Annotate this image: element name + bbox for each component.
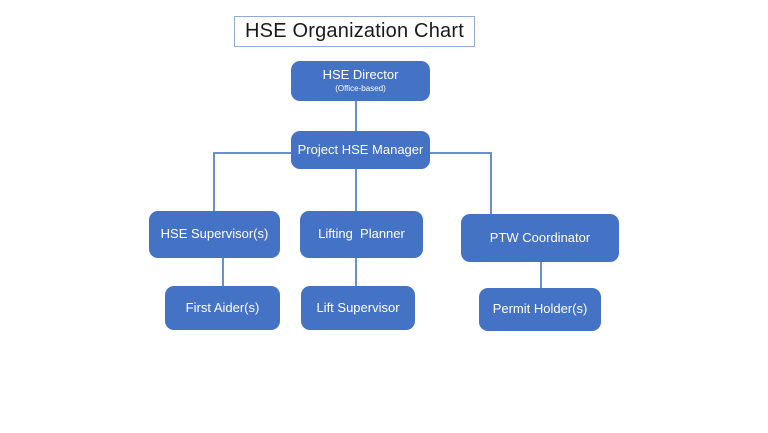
node-hse-supervisor[interactable]: HSE Supervisor(s) bbox=[149, 211, 280, 258]
node-ptw-coordinator[interactable]: PTW Coordinator bbox=[461, 214, 619, 262]
node-permit-holder[interactable]: Permit Holder(s) bbox=[479, 288, 601, 331]
node-hse-director-label: HSE Director bbox=[322, 67, 399, 83]
chart-title-box: HSE Organization Chart bbox=[234, 16, 475, 47]
node-permit-holder-label: Permit Holder(s) bbox=[492, 301, 588, 317]
connector-manager-to-ptw-coordinator bbox=[490, 152, 492, 214]
connector-manager-right-horizontal bbox=[430, 152, 491, 154]
node-first-aider-label: First Aider(s) bbox=[185, 299, 260, 315]
node-lift-supervisor[interactable]: Lift Supervisor bbox=[301, 286, 415, 330]
page-title: HSE Organization Chart bbox=[245, 20, 464, 42]
node-hse-director-sublabel: (Office-based) bbox=[335, 84, 386, 94]
node-lifting-planner[interactable]: Lifting Planner bbox=[300, 211, 423, 258]
connector-manager-left-horizontal bbox=[213, 152, 291, 154]
node-ptw-coordinator-label: PTW Coordinator bbox=[489, 229, 591, 245]
connector-ptw-coordinator-to-permit-holder bbox=[540, 261, 542, 288]
connector-director-to-manager bbox=[355, 100, 357, 138]
node-hse-supervisor-label: HSE Supervisor(s) bbox=[160, 226, 269, 242]
connector-hse-supervisor-to-first-aider bbox=[222, 257, 224, 286]
node-hse-director[interactable]: HSE Director (Office-based) bbox=[291, 61, 430, 101]
node-project-hse-manager[interactable]: Project HSE Manager bbox=[291, 131, 430, 169]
connector-lifting-planner-to-lift-supervisor bbox=[355, 257, 357, 286]
node-first-aider[interactable]: First Aider(s) bbox=[165, 286, 280, 330]
connector-manager-to-hse-supervisor bbox=[213, 152, 215, 212]
node-lift-supervisor-label: Lift Supervisor bbox=[316, 299, 400, 315]
node-project-hse-manager-label: Project HSE Manager bbox=[297, 141, 424, 157]
connector-manager-to-lifting-planner bbox=[355, 168, 357, 212]
node-lifting-planner-label: Lifting Planner bbox=[318, 226, 405, 242]
